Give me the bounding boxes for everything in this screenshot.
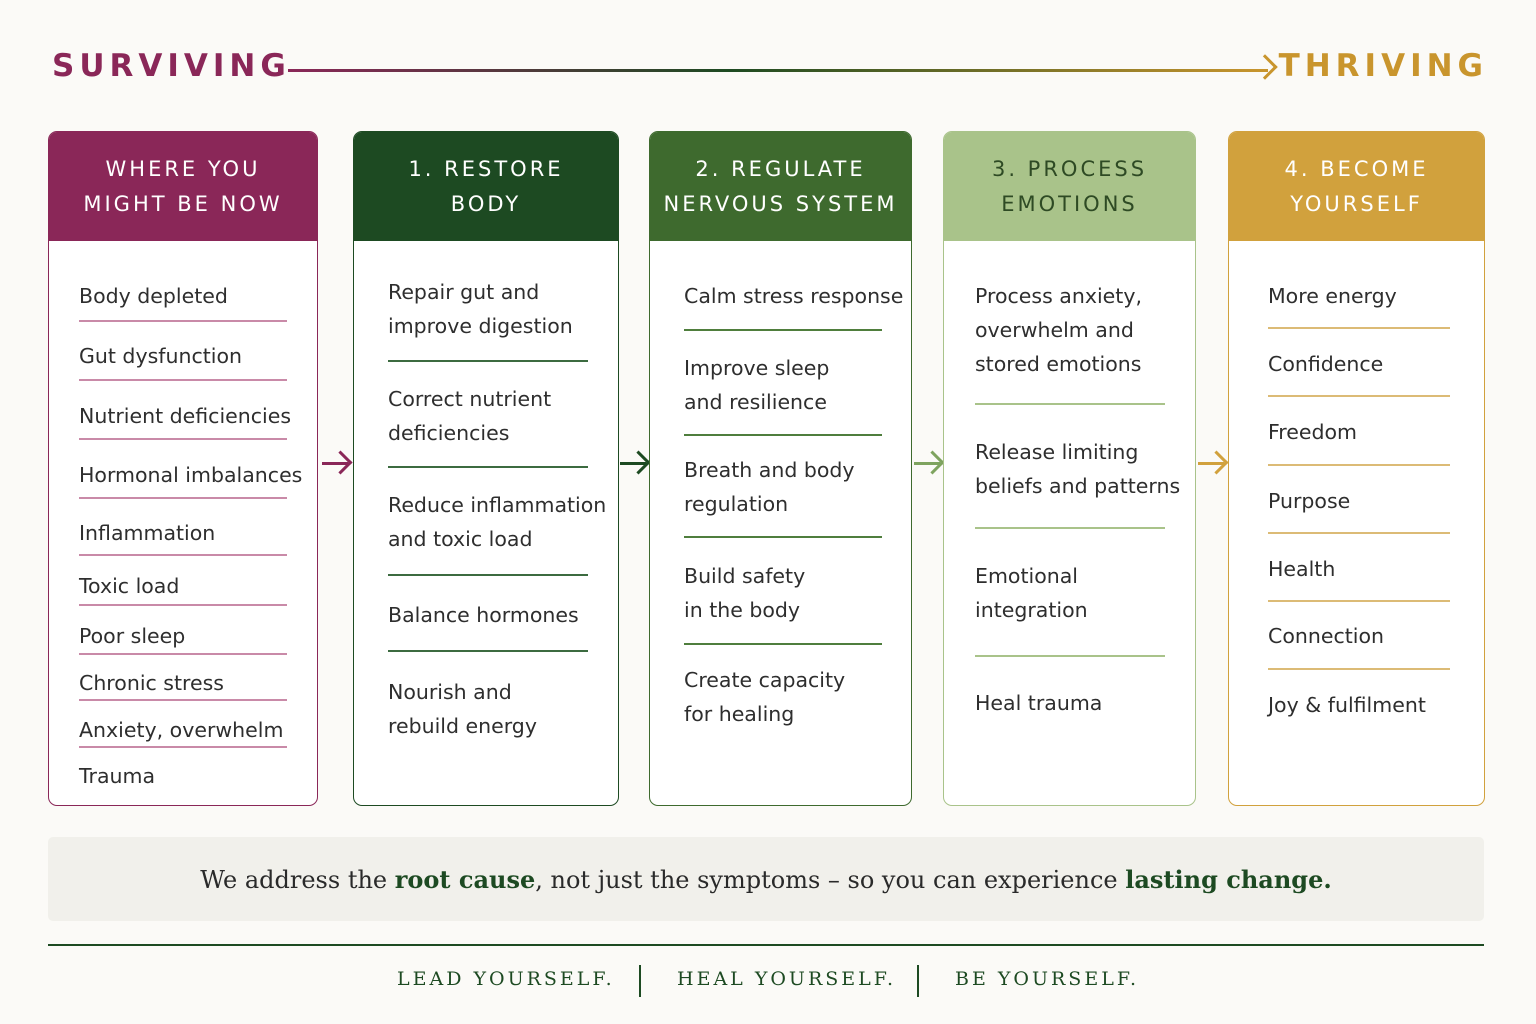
divider xyxy=(79,653,287,655)
list-item: Poor sleep xyxy=(79,624,186,648)
list-item: Hormonal imbalances xyxy=(79,463,303,487)
column-process-emotions: 3. PROCESS EMOTIONS Process anxiety, ove… xyxy=(943,131,1196,806)
arrow-right-icon xyxy=(1198,462,1224,465)
divider xyxy=(388,574,588,576)
divider xyxy=(79,320,287,322)
list-item: Gut dysfunction xyxy=(79,344,242,368)
list-item: Body depleted xyxy=(79,284,228,308)
list-item: Toxic load xyxy=(79,574,180,598)
divider xyxy=(79,497,287,499)
list-item: Inflammation xyxy=(79,521,216,545)
divider xyxy=(1268,395,1450,397)
motto-divider xyxy=(917,965,919,997)
list-item: Create capacity for healing xyxy=(684,668,846,726)
divider xyxy=(79,379,287,381)
list-item: More energy xyxy=(1268,284,1397,308)
column-restore-body: 1. RESTORE BODY Repair gut and improve d… xyxy=(353,131,619,806)
list-item: Health xyxy=(1268,557,1336,581)
divider xyxy=(684,434,882,436)
arrow-right-icon xyxy=(1252,54,1278,80)
divider xyxy=(388,466,588,468)
list-item: Process anxiety, overwhelm and stored em… xyxy=(975,284,1142,376)
column-title: WHERE YOU MIGHT BE NOW xyxy=(49,132,317,241)
arrow-right-icon xyxy=(620,462,646,465)
list-item: Improve sleep and resilience xyxy=(684,356,830,414)
root-cause-banner: We address the root cause, not just the … xyxy=(48,837,1484,921)
list-item: Correct nutrient deficiencies xyxy=(388,387,552,445)
list-item: Trauma xyxy=(79,764,156,788)
list-item: Breath and body regulation xyxy=(684,458,855,516)
banner-text: , not just the symptoms – so you can exp… xyxy=(535,865,1126,894)
list-item: Release limiting beliefs and patterns xyxy=(975,440,1181,498)
list-item: Reduce inflammation and toxic load xyxy=(388,493,607,551)
divider xyxy=(684,329,882,331)
arrow-right-icon xyxy=(322,462,348,465)
motto-lead-yourself: LEAD YOURSELF. xyxy=(397,968,615,990)
divider xyxy=(684,643,882,645)
list-item: Confidence xyxy=(1268,352,1384,376)
list-item: Repair gut and improve digestion xyxy=(388,280,573,338)
list-item: Nourish and rebuild energy xyxy=(388,680,537,738)
footer-rule xyxy=(48,944,1484,946)
divider xyxy=(388,360,588,362)
divider xyxy=(79,438,287,440)
column-title: 3. PROCESS EMOTIONS xyxy=(944,132,1195,241)
divider xyxy=(1268,532,1450,534)
divider xyxy=(975,403,1165,405)
column-title: 2. REGULATE NERVOUS SYSTEM xyxy=(650,132,911,241)
arrow-right-icon xyxy=(914,462,940,465)
list-item: Calm stress response xyxy=(684,284,904,308)
motto-be-yourself: BE YOURSELF. xyxy=(955,968,1140,990)
divider xyxy=(79,746,287,748)
divider xyxy=(79,604,287,606)
motto-divider xyxy=(639,965,641,997)
banner-emphasis-lasting-change: lasting change. xyxy=(1125,864,1332,894)
list-item: Build safety in the body xyxy=(684,564,806,622)
list-item: Joy & fulfilment xyxy=(1268,693,1426,717)
divider xyxy=(1268,668,1450,670)
column-title: 4. BECOME YOURSELF xyxy=(1229,132,1484,241)
list-item: Balance hormones xyxy=(388,603,579,627)
divider xyxy=(79,554,287,556)
column-become-yourself: 4. BECOME YOURSELF More energy Confidenc… xyxy=(1228,131,1485,806)
divider xyxy=(975,655,1165,657)
column-title: 1. RESTORE BODY xyxy=(354,132,618,241)
divider xyxy=(1268,600,1450,602)
motto-heal-yourself: HEAL YOURSELF. xyxy=(677,968,897,990)
surviving-label: SURVIVING xyxy=(52,48,291,84)
divider xyxy=(1268,327,1450,329)
divider xyxy=(684,536,882,538)
divider xyxy=(975,527,1165,529)
list-item: Emotional integration xyxy=(975,564,1088,622)
banner-emphasis-root-cause: root cause xyxy=(394,864,536,894)
divider xyxy=(79,699,287,701)
list-item: Heal trauma xyxy=(975,691,1103,715)
list-item: Nutrient deficiencies xyxy=(79,404,292,428)
list-item: Anxiety, overwhelm xyxy=(79,718,284,742)
divider xyxy=(1268,464,1450,466)
list-item: Connection xyxy=(1268,624,1384,648)
list-item: Purpose xyxy=(1268,489,1351,513)
progress-line xyxy=(288,69,1268,72)
thriving-label: THRIVING xyxy=(1278,48,1488,84)
column-regulate-nervous-system: 2. REGULATE NERVOUS SYSTEM Calm stress r… xyxy=(649,131,912,806)
banner-text: We address the xyxy=(200,865,395,894)
divider xyxy=(388,650,588,652)
list-item: Chronic stress xyxy=(79,671,224,695)
column-where-you-might-be-now: WHERE YOU MIGHT BE NOW Body depleted Gut… xyxy=(48,131,318,806)
list-item: Freedom xyxy=(1268,420,1358,444)
